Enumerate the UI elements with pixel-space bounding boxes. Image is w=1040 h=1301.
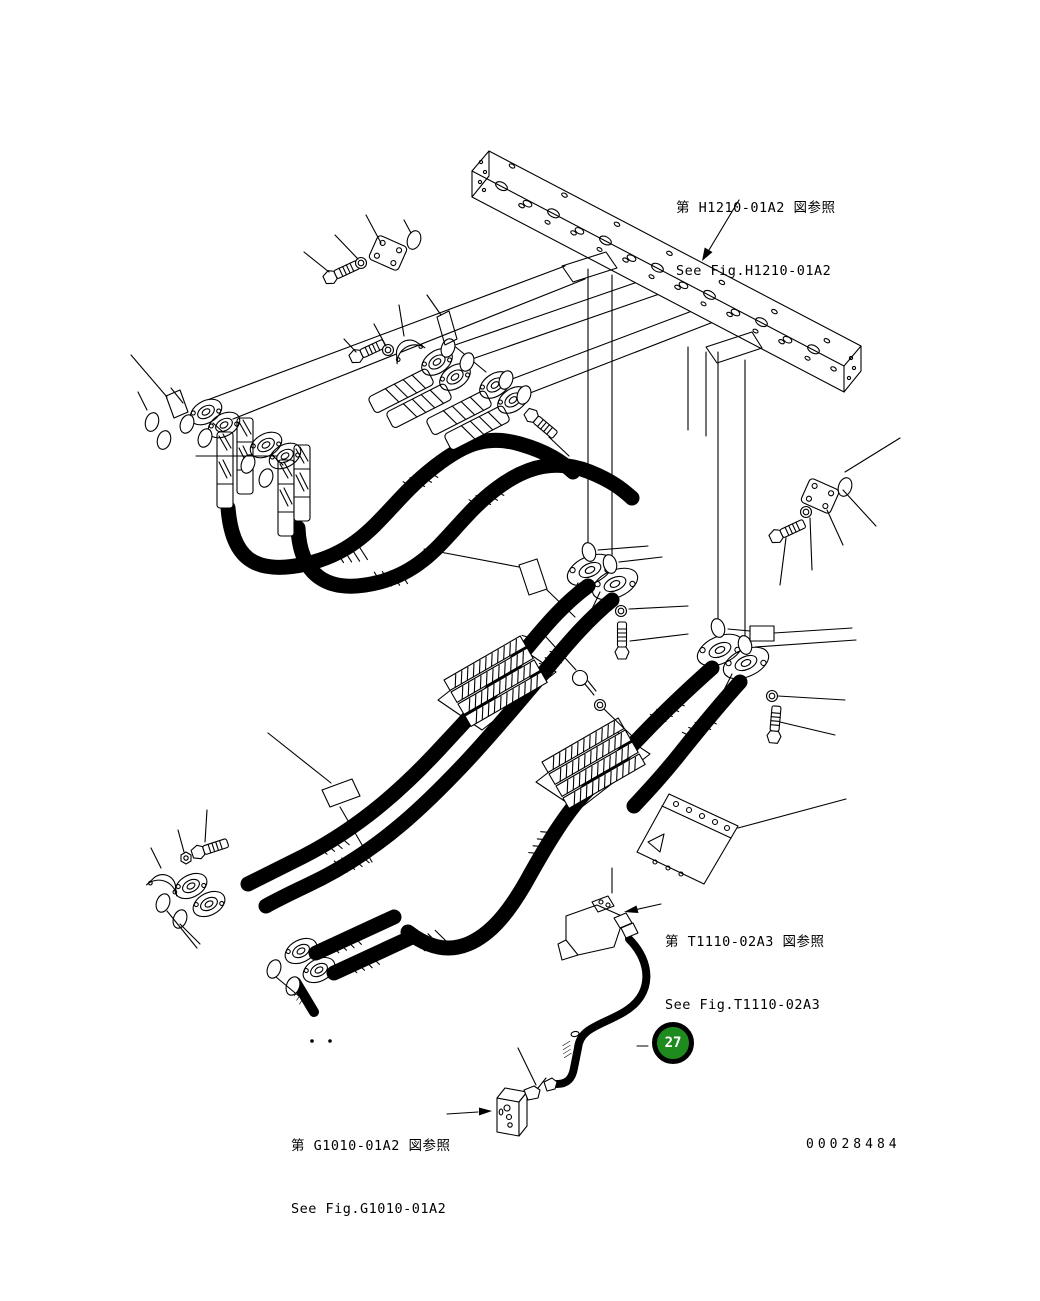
manifold-window-right xyxy=(705,331,763,364)
hardware-right xyxy=(767,437,901,586)
twin-flange-right xyxy=(692,616,857,745)
junction-block xyxy=(496,1030,649,1137)
callout-flags xyxy=(165,310,548,808)
hose-clamp-block-2 xyxy=(535,717,651,811)
reference-link-h1210[interactable]: 第 H1210-01A2 図参照 See Fig.H1210-01A2 xyxy=(676,156,836,302)
arrow-h1210-icon xyxy=(702,199,740,261)
reference-g1010-jp[interactable]: 第 G1010-01A2 図参照 xyxy=(291,1137,451,1154)
arrow-g1010-icon xyxy=(446,1107,492,1116)
reference-h1210-en[interactable]: See Fig.H1210-01A2 xyxy=(676,262,832,279)
manifold-side-fittings xyxy=(366,336,570,457)
part-tag-box xyxy=(749,625,775,642)
reference-link-g1010[interactable]: 第 G1010-01A2 図参照 See Fig.G1010-01A2 xyxy=(291,1094,451,1240)
hardware-top-left xyxy=(303,214,426,366)
fittings-lower-left xyxy=(145,809,340,1043)
document-number: 00028484 xyxy=(806,1137,901,1152)
hydraulic-manifold-block xyxy=(471,150,862,637)
manifold-port-holes xyxy=(495,163,837,372)
hose-clamp-block-1 xyxy=(437,635,557,731)
reference-t1110-en[interactable]: See Fig.T1110-02A3 xyxy=(665,996,821,1013)
part-callout-badge-27[interactable]: 27 xyxy=(652,1022,694,1064)
arrow-t1110-icon xyxy=(624,903,662,913)
elbow-fittings-upper-left xyxy=(137,387,311,537)
reference-g1010-en[interactable]: See Fig.G1010-01A2 xyxy=(291,1200,447,1217)
mounting-plate xyxy=(636,793,847,885)
reference-t1110-jp[interactable]: 第 T1110-02A3 図参照 xyxy=(665,933,825,950)
middle-hardware xyxy=(536,604,689,738)
reference-link-t1110[interactable]: 第 T1110-02A3 図参照 See Fig.T1110-02A3 xyxy=(665,890,825,1036)
manifold-window-left xyxy=(561,251,618,283)
hydraulic-hoses xyxy=(220,432,748,1088)
reference-h1210-jp[interactable]: 第 H1210-01A2 図参照 xyxy=(676,199,836,216)
reference-arrows xyxy=(446,199,740,1116)
twin-flange-middle xyxy=(562,540,663,610)
hose-guide-bracket xyxy=(557,867,639,961)
